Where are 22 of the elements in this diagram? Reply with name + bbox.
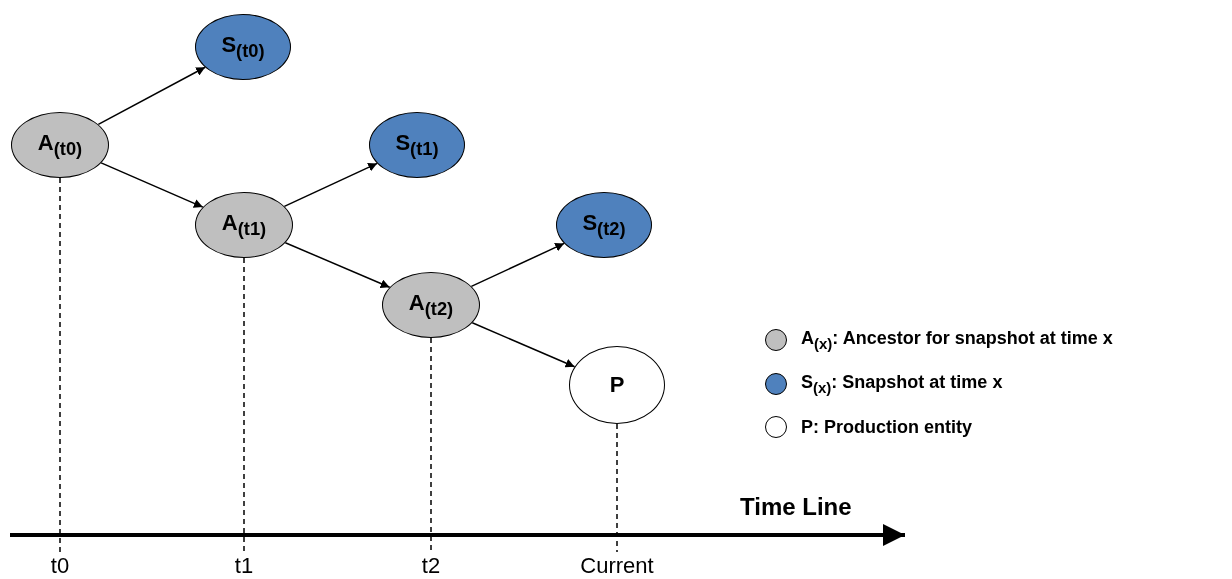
tick-label: t1 (224, 552, 264, 579)
arrow (97, 66, 206, 126)
legend-text: S$_{(x)}$: Snapshot at time x (801, 372, 1003, 396)
node-label: S$_{(t2)}$ (582, 209, 626, 241)
node-label: A$_{(t0)}$ (37, 129, 83, 161)
node-label: S$_{(t1)}$ (395, 129, 439, 161)
tick-label: t0 (40, 552, 80, 579)
tick-label: Current (567, 552, 667, 579)
node-label: S$_{(t0)}$ (221, 31, 265, 63)
legend-text: A$_{(x)}$: Ancestor for snapshot at time x (801, 328, 1113, 352)
arrow (283, 162, 378, 208)
arrow (470, 242, 565, 288)
dashed-line (59, 177, 61, 553)
dashed-line (616, 423, 618, 553)
dashed-line (430, 337, 432, 553)
node-label: A$_{(t2)}$ (408, 289, 454, 321)
tick-label: t2 (411, 552, 451, 579)
node-label: A$_{(t1)}$ (221, 209, 267, 241)
dashed-line (243, 257, 245, 553)
axis-title: Time Line (740, 493, 852, 521)
node-label: P (609, 372, 625, 398)
legend-text: P: Production entity (801, 416, 972, 438)
